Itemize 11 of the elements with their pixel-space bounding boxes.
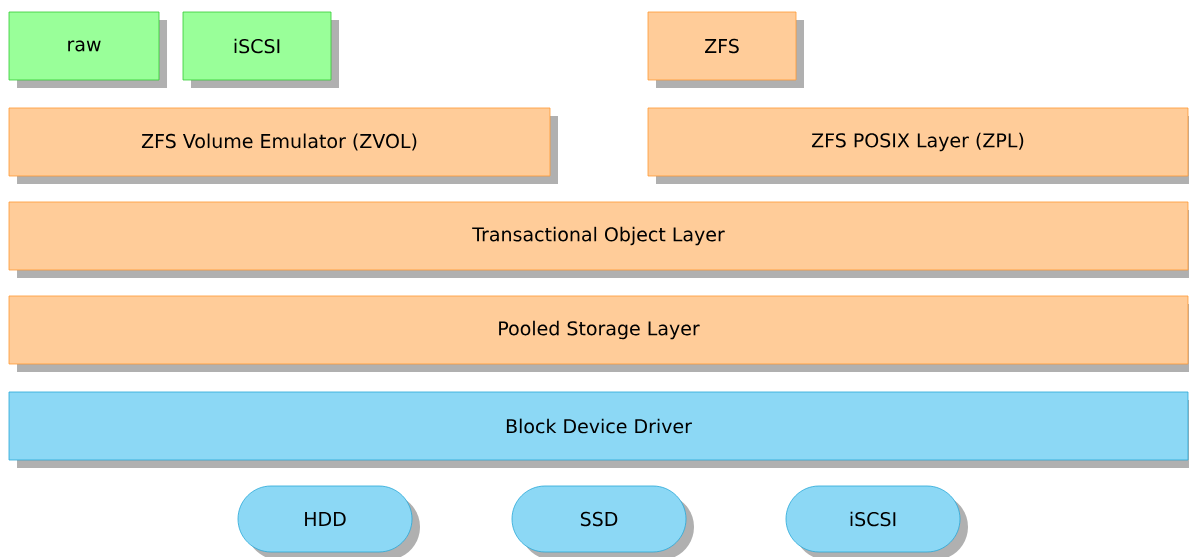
- layer-box: raw: [8, 11, 167, 88]
- device-pill: HDD: [237, 485, 420, 557]
- layer-box: Pooled Storage Layer: [8, 295, 1189, 372]
- device-pill: iSCSI: [785, 485, 968, 557]
- layer-box: iSCSI: [182, 11, 339, 88]
- layer-box: ZFS Volume Emulator (ZVOL): [8, 107, 558, 184]
- layer-box: Transactional Object Layer: [8, 201, 1189, 278]
- layer-box: Block Device Driver: [8, 391, 1189, 468]
- layer-box: ZFS POSIX Layer (ZPL): [647, 107, 1189, 184]
- device-pill: SSD: [511, 485, 694, 557]
- layer-box: ZFS: [647, 11, 804, 88]
